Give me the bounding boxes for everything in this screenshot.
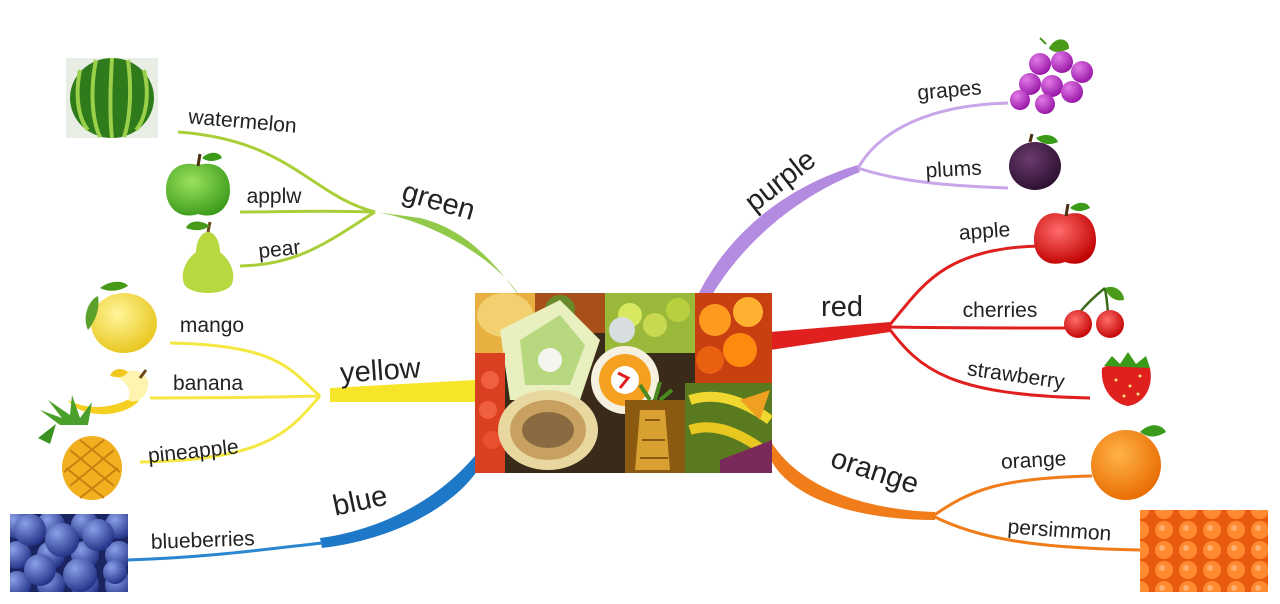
leaf-label-applw: applw [247,185,303,208]
green-apple-icon [166,152,230,216]
cherries-icon [1064,286,1124,338]
branch-label-orange: orange [827,442,923,500]
orange-icon [1091,425,1166,500]
branch-yellow-lines [139,341,475,464]
red-apple-icon [1034,202,1096,264]
grapes-icon [1010,37,1093,114]
branch-blue-lines [124,452,478,562]
pineapple-icon [38,395,122,500]
leaf-label-pineapple: pineapple [147,435,240,467]
banana-icon [68,369,149,415]
branch-label-red: red [821,291,863,323]
plum-icon [1009,133,1061,190]
leaf-label-pear: pear [257,236,301,263]
leaf-label-apple: apple [958,218,1011,245]
leaf-label-watermelon: watermelon [186,105,297,137]
leaf-label-banana: banana [173,372,243,395]
branch-green-lines [177,130,522,300]
leaf-label-grapes: grapes [916,76,982,105]
leaf-label-cherries: cherries [963,299,1038,322]
leaf-label-blueberries: blueberries [150,527,255,554]
leaf-label-mango: mango [180,314,244,337]
branch-orange-lines [770,440,1141,552]
watermelon-icon [66,57,158,139]
branch-label-yellow: yellow [339,352,423,390]
persimmon-icon [1140,510,1268,592]
fruit-collage-icon [475,293,773,473]
lemon-icon [85,281,157,353]
leaf-label-orange: orange [1000,447,1067,473]
branch-red-lines [770,244,1091,400]
branch-purple-lines [698,101,1009,295]
leaf-label-plums: plums [925,157,982,183]
branch-label-blue: blue [330,480,390,523]
strawberry-icon [1101,352,1151,406]
pear-icon [182,221,234,293]
blueberries-icon [10,514,128,592]
